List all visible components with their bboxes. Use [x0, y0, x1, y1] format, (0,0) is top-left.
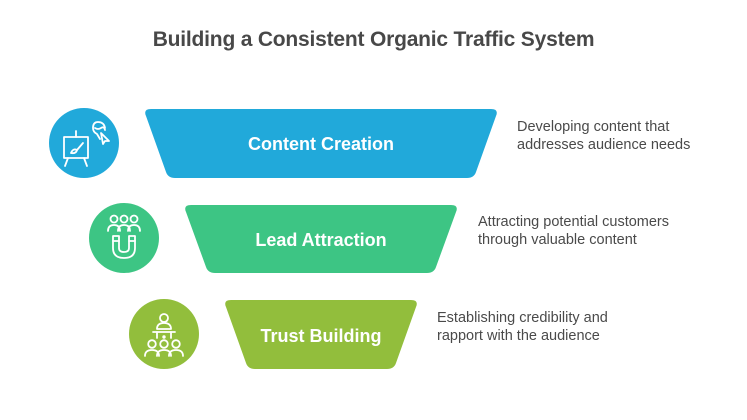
stage-description: Developing content that addresses audien… — [517, 119, 691, 153]
band-label: Content Creation — [248, 134, 394, 154]
band-label: Lead Attraction — [255, 230, 386, 250]
stage-description: Attracting potential customers through v… — [478, 214, 670, 248]
diagram-title: Building a Consistent Organic Traffic Sy… — [152, 28, 595, 51]
stage-description: Establishing credibility and rapport wit… — [437, 310, 608, 344]
stage-content-creation: Content Creation — [49, 108, 497, 178]
funnel-band-1 — [145, 109, 497, 178]
speaker-audience-icon — [129, 299, 199, 369]
presentation-easel-icon — [49, 108, 119, 178]
magnet-people-icon — [89, 203, 159, 273]
funnel-band-3 — [225, 300, 417, 369]
stage-trust-building: Trust Building — [129, 299, 417, 369]
band-label: Trust Building — [261, 326, 382, 346]
stage-lead-attraction: Lead Attraction — [89, 203, 457, 273]
funnel-band-2 — [185, 205, 457, 273]
